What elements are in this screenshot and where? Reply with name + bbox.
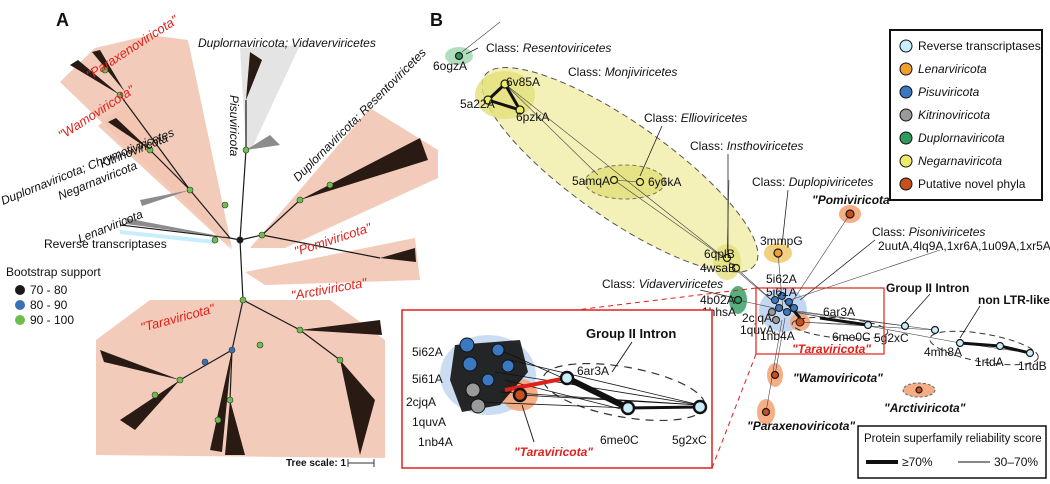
wedge-arctiviricota bbox=[245, 238, 420, 285]
node-1quva: 1quvA bbox=[740, 323, 774, 337]
legend-reverse-transcriptases: Reverse transcriptases bbox=[918, 39, 1041, 53]
node-3mmpg: 3mmpG bbox=[760, 234, 803, 248]
panel-b: B bbox=[401, 10, 1050, 479]
legend-dot-80-90 bbox=[15, 300, 25, 310]
legend-negarnaviricota: Negarnaviricota bbox=[918, 154, 1002, 168]
node-6me0c: 6me0C bbox=[832, 330, 871, 344]
ellipse-ellioviricetes bbox=[584, 164, 666, 200]
class-insthoviricetes: Class: Insthoviricetes bbox=[690, 139, 803, 153]
group-non-ltr: non LTR-like bbox=[978, 293, 1050, 307]
phyla-legend: Reverse transcriptases Lenarviricota Pis… bbox=[889, 29, 1043, 201]
class-resentoviricetes: Class: Resentoviricetes bbox=[486, 41, 611, 55]
score-legend-low: 30–70% bbox=[994, 455, 1038, 469]
group-paraxenoviricota: "Paraxenoviricota" bbox=[747, 419, 855, 433]
clade-wedges bbox=[60, 35, 438, 458]
node-5i61a: 5i61A bbox=[766, 285, 797, 299]
node-2cjqa: 2cjqA bbox=[742, 311, 772, 325]
legend-label-70-80: 70 - 80 bbox=[30, 283, 68, 297]
group-taraviricota: "Taraviricota" bbox=[792, 342, 871, 356]
inset-taraviricota-leader bbox=[521, 404, 535, 443]
label-reverse-transcriptases: Reverse transcriptases bbox=[44, 237, 167, 251]
tree-branches bbox=[119, 94, 381, 401]
panel-b-label: B bbox=[430, 10, 443, 30]
wedge-wamoviricota bbox=[98, 103, 232, 250]
inset-strong-edge-2 bbox=[627, 405, 701, 410]
zoom-box bbox=[755, 287, 885, 355]
inset-group-ii-intron: Group II Intron bbox=[586, 326, 676, 341]
inset-node-1nb4a: 1nb4A bbox=[418, 435, 453, 449]
inset-strong-edge-1 bbox=[565, 375, 630, 411]
node-4mh8a: 4mh8A bbox=[924, 345, 962, 359]
group-wamoviricota: "Wamoviricota" bbox=[793, 371, 883, 385]
legend-dot-70-80 bbox=[15, 285, 25, 295]
class-leader-lines bbox=[465, 47, 981, 339]
inset-node-5i62a: 5i62A bbox=[412, 345, 443, 359]
group-ii-intron: Group II Intron bbox=[886, 281, 969, 295]
node-6ogza: 6ogzA bbox=[433, 59, 467, 73]
legend-label-80-90: 80 - 90 bbox=[30, 298, 68, 312]
label-dup-vidaverviricetes: Duplornaviricota; Vidaverviricetes bbox=[198, 36, 376, 50]
reverse-transcriptase-highlight bbox=[120, 230, 215, 244]
bootstrap-legend: Bootstrap support 70 - 80 80 - 90 90 - 1… bbox=[6, 265, 101, 327]
node-1rtda: 1rtdA bbox=[975, 355, 1004, 369]
node-6pzka: 6pzkA bbox=[516, 110, 549, 124]
inset-taraviricota: "Taraviricota" bbox=[514, 445, 593, 459]
zoom-connector-bottom bbox=[711, 353, 757, 469]
legend-label-90-100: 90 - 100 bbox=[30, 313, 74, 327]
node-6v85a: 6v85A bbox=[506, 75, 540, 89]
node-1rtdb: 1rtdB bbox=[1018, 359, 1047, 373]
group-pomiviricota: "Pomiviricota" bbox=[812, 193, 896, 207]
class-monjiviricetes: Class: Monjiviricetes bbox=[568, 65, 677, 79]
ellipse-non-ltr bbox=[929, 330, 1039, 366]
class-pisoniviricetes-ids: 2uutA,4lq9A,1xr6A,1u09A,1xr5A bbox=[878, 239, 1050, 253]
inset-node-1quva: 1quvA bbox=[412, 415, 446, 429]
inset-node-6me0c: 6me0C bbox=[600, 433, 639, 447]
group-arctiviricota: "Arctiviricota" bbox=[884, 401, 966, 415]
inset-node-6ar3a: 6ar3A bbox=[577, 364, 609, 378]
ellipse-group-ii bbox=[791, 316, 889, 340]
inset-node-5g2xc: 5g2xC bbox=[672, 433, 707, 447]
node-6ar3a: 6ar3A bbox=[823, 305, 855, 319]
node-5amqa: 5amqA bbox=[572, 174, 610, 188]
tree-scale-label: Tree scale: 1 bbox=[286, 458, 346, 469]
bootstrap-legend-title: Bootstrap support bbox=[6, 265, 101, 279]
node-1nb4a: 1nb4A bbox=[760, 329, 795, 343]
class-ellioviricetes: Class: Ellioviricetes bbox=[644, 111, 747, 125]
panel-a: A bbox=[0, 10, 438, 469]
score-legend: Protein superfamily reliability score ≥7… bbox=[857, 425, 1047, 479]
wedge-vidaverviricetes bbox=[240, 45, 300, 148]
inset-node-2cjqa: 2cjqA bbox=[406, 395, 436, 409]
score-legend-high: ≥70% bbox=[902, 455, 933, 469]
pisuviricota-cluster bbox=[768, 292, 805, 327]
inset-group-ii-leader bbox=[611, 341, 633, 373]
tree-scale: Tree scale: 1 bbox=[286, 458, 375, 469]
node-6y6ka: 6y6kA bbox=[648, 175, 681, 189]
class-duplopiviricetes: Class: Duplopiviricetes bbox=[752, 175, 873, 189]
class-vidaverviricetes: Class: Vidaverviricetes bbox=[602, 277, 723, 291]
legend-pisuviricota: Pisuviricota bbox=[918, 85, 980, 99]
inset-node-5i61a: 5i61A bbox=[412, 372, 443, 386]
legend-duplornaviricota: Duplornaviricota bbox=[918, 131, 1005, 145]
node-5a22a: 5a22A bbox=[460, 97, 495, 111]
score-legend-title: Protein superfamily reliability score bbox=[864, 433, 1042, 445]
gray-clades bbox=[125, 135, 280, 238]
legend-dot-90-100 bbox=[15, 315, 25, 325]
node-5g2xc: 5g2xC bbox=[874, 331, 909, 345]
bootstrap-dots bbox=[101, 66, 344, 424]
legend-kitrinoviricota: Kitrinoviricota bbox=[918, 108, 990, 122]
legend-putative-novel-phyla: Putative novel phyla bbox=[918, 177, 1026, 191]
inset: 5i62A 5i61A 2cjqA 1quvA 1nb4A 6ar3A 6me0… bbox=[401, 309, 713, 469]
node-5i62a: 5i62A bbox=[766, 272, 797, 286]
node-6qplb: 6qplB bbox=[704, 247, 735, 261]
node-4b02a: 4b02A bbox=[700, 293, 735, 307]
node-4wsab: 4wsaB bbox=[700, 261, 736, 275]
zoom-connector-top bbox=[575, 287, 757, 311]
panel-a-label: A bbox=[56, 10, 69, 30]
class-pisoniviricetes: Class: Pisoniviricetes bbox=[872, 225, 985, 239]
label-pisuviricota: Pisuviricota bbox=[227, 95, 241, 157]
inset-red-edge bbox=[504, 376, 568, 392]
legend-lenarviricota: Lenarviricota bbox=[918, 62, 987, 76]
network-nodes bbox=[454, 51, 1035, 417]
